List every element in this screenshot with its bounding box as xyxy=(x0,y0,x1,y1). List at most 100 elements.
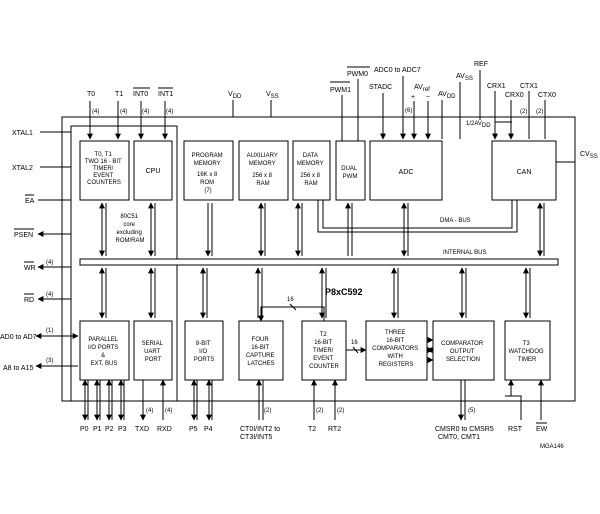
ctx0-count: (2) xyxy=(536,109,543,115)
rst-label: RST xyxy=(508,426,523,433)
vss-label: VSS xyxy=(266,91,279,100)
rxd-label: RXD xyxy=(157,426,172,433)
crx1-label: CRX1 xyxy=(487,83,506,90)
cmsr-count: (5) xyxy=(468,408,475,414)
timers-line-1: T0, T1 xyxy=(95,152,113,158)
adc-label: ADC xyxy=(399,169,414,176)
int1-label: INT1 xyxy=(158,91,173,98)
core-note-2: core xyxy=(123,222,135,228)
doc-code: MGA146 xyxy=(540,444,564,450)
ct-label: CT0I/INT2 to xyxy=(240,426,280,433)
xtal1-label: XTAL1 xyxy=(12,130,33,137)
crx0-label: CRX0 xyxy=(505,92,524,99)
ref-label: REF xyxy=(474,61,488,68)
dma-bus-label: DMA - BUS xyxy=(440,218,471,224)
a-count: (3) xyxy=(46,358,53,364)
half-avdd-label: 1/2AVDD xyxy=(466,121,491,129)
bus-width-2: 16 xyxy=(351,340,358,346)
svg-text:T0, T1 TWO 16 - BIT: T0, T1 TWO 16 - BIT TIMER/ EVENT COUNTER… xyxy=(85,152,124,186)
wr-label: WR xyxy=(24,265,36,272)
timers-line-2: TWO 16 - BIT xyxy=(85,159,122,165)
svg-text:PROGRAM MEMORY 16K: PROGRAM MEMORY 16K x 8 ROM (7) xyxy=(192,153,225,194)
rt2-count: (2) xyxy=(337,408,344,414)
svg-text:THREE 16-BIT COMPA: THREE 16-BIT COMPARATORS WITH REGISTERS xyxy=(372,330,420,368)
dma-bus: DMA - BUS xyxy=(317,200,518,233)
psen-label: PSEN xyxy=(14,232,33,239)
pwm0-label: PWM0 xyxy=(347,71,368,78)
rt2-label: RT2 xyxy=(328,426,341,433)
can-block xyxy=(491,140,557,201)
svg-text:FOUR 16-BIT CAPTUR: FOUR 16-BIT CAPTURE LATCHES xyxy=(246,337,276,367)
t2-count: (2) xyxy=(316,408,323,414)
a-label: A8 to A15 xyxy=(3,365,33,372)
bus-width-1: 16 xyxy=(287,297,294,303)
parallel-ports-block xyxy=(79,320,130,381)
ctx0-label: CTX0 xyxy=(538,92,556,99)
ew-label: EW xyxy=(536,426,548,433)
watchdog-block xyxy=(504,320,551,381)
capture-latches-block xyxy=(238,320,284,381)
comparators-block xyxy=(365,320,428,381)
svg-text:DUAL PWM: DUAL PWM xyxy=(341,166,358,180)
vdd-label: VDD xyxy=(228,91,242,100)
adc-block xyxy=(369,140,443,201)
ct-label-2: CT3I/INT5 xyxy=(240,434,272,441)
lower-blocks: PARALLEL I/O PORTS & EXT. BUS SERIAL UAR… xyxy=(79,297,551,381)
ctx1-count: (2) xyxy=(520,109,527,115)
txd-label: TXD xyxy=(135,426,149,433)
comparator-output-block xyxy=(432,320,495,381)
adc-input-label: ADC0 to ADC7 xyxy=(374,67,421,74)
t1-count: (4) xyxy=(120,109,127,115)
cmsr-label: CMSR0 to CMSR5 xyxy=(435,426,494,433)
bottom-signals: P0 P1 P2 P3 (4) (4) TXD RXD P5 P4 (2) CT… xyxy=(80,379,548,441)
wr-count: (4) xyxy=(46,260,53,266)
upper-blocks: T0, T1 TWO 16 - BIT TIMER/ EVENT COUNTER… xyxy=(79,140,557,244)
t2-timer-block xyxy=(301,320,347,381)
top-signals: T0 (4) T1 (4) INT0 (4) INT1 (4) VDD VSS … xyxy=(87,61,598,163)
txd-count: (4) xyxy=(146,408,153,414)
internal-bus xyxy=(79,258,559,266)
svg-text:T2 16-BIT TIMER/: T2 16-BIT TIMER/ EVENT COUNTER xyxy=(309,332,339,370)
svg-text:COMPARATOR OUTPUT: COMPARATOR OUTPUT SELECTION xyxy=(441,341,485,363)
ad-count: (1) xyxy=(46,328,53,334)
t1-label: T1 xyxy=(115,91,123,98)
svg-text:PARALLEL I/O PORTS: PARALLEL I/O PORTS & EXT. BUS xyxy=(88,337,120,367)
data-memory-block xyxy=(292,140,331,201)
dual-pwm-block xyxy=(335,140,366,201)
p4-label: P4 xyxy=(204,426,213,433)
svg-text:SERIAL UART PORT: SERIAL UART PORT xyxy=(142,341,165,363)
serial-port-block xyxy=(133,320,173,381)
core-note-4: ROM/RAM xyxy=(116,238,145,244)
chip-name: P8xC592 xyxy=(325,287,363,297)
cmt-label: CMT0, CMT1 xyxy=(438,434,480,441)
avref-minus: − xyxy=(426,94,430,101)
avref-plus: + xyxy=(411,94,415,101)
avss-label: AVSS xyxy=(456,73,473,82)
can-label: CAN xyxy=(517,169,532,176)
int0-label: INT0 xyxy=(133,91,148,98)
p2-label: P2 xyxy=(105,426,114,433)
auxiliary-memory-block xyxy=(238,140,289,201)
p3-label: P3 xyxy=(118,426,127,433)
cpu-block xyxy=(133,140,173,201)
program-memory-block xyxy=(183,140,234,201)
int0-count: (4) xyxy=(142,109,149,115)
rd-count: (4) xyxy=(46,292,53,298)
pwm1-label: PWM1 xyxy=(330,87,351,94)
p5-label: P5 xyxy=(189,426,198,433)
svg-text:T3 WATCHDOG TIMER: T3 WATCHDOG TIMER xyxy=(509,341,546,363)
svg-text:DATA MEMORY 256 x: DATA MEMORY 256 x 8 RAM xyxy=(297,153,325,187)
t0-label: T0 xyxy=(87,91,95,98)
ctx1-label: CTX1 xyxy=(520,83,538,90)
int1-count: (4) xyxy=(166,109,173,115)
stadc-label: STADC xyxy=(369,84,392,91)
timers-line-3: TIMER/ xyxy=(93,166,114,172)
io-ports-block xyxy=(184,320,224,381)
timers-line-5: COUNTERS xyxy=(87,180,121,186)
avref-label: AVref xyxy=(414,84,430,93)
ct-count: (2) xyxy=(264,408,271,414)
avdd-label: AVDD xyxy=(438,91,456,100)
svg-text:AUXILIARY MEMORY 2: AUXILIARY MEMORY 256 x 8 RAM xyxy=(247,153,280,187)
rd-label: RD xyxy=(24,297,34,304)
